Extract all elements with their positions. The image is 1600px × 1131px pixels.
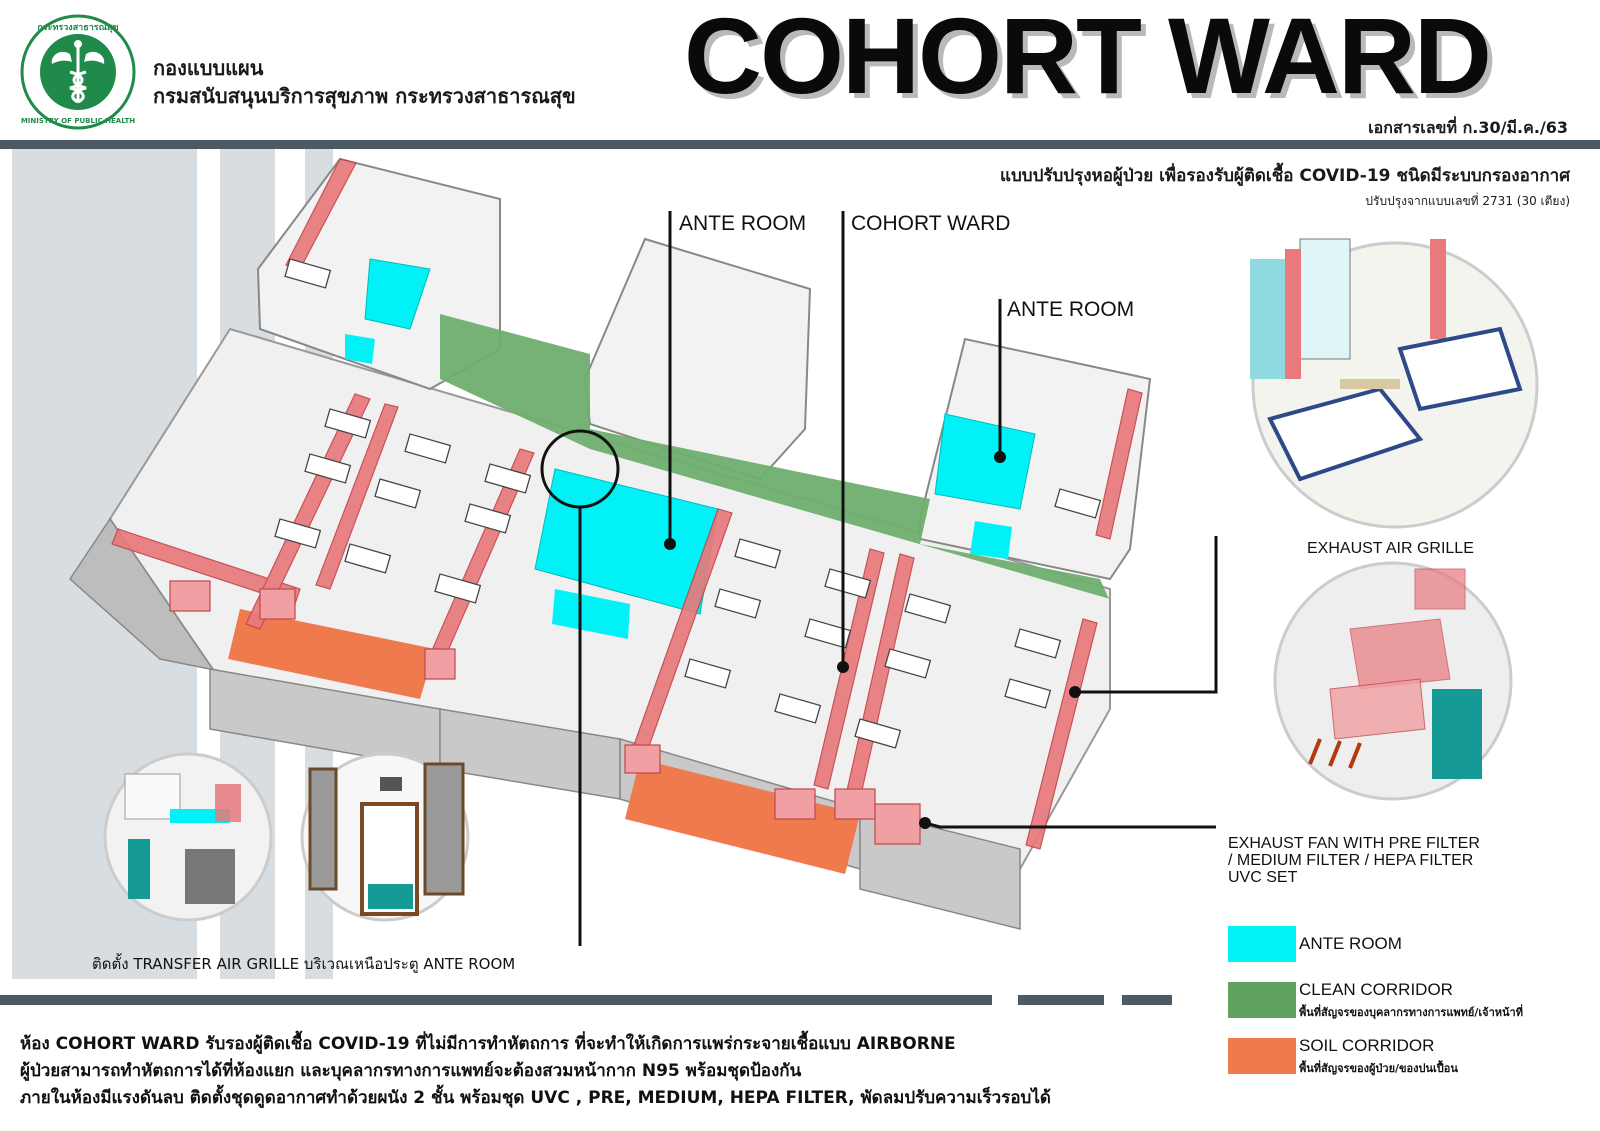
note-line-1: ห้อง COHORT WARD รับรองผู้ติดเชื้อ COVID… <box>20 1034 956 1054</box>
callout-exhaust-fan-line-3: UVC SET <box>1228 869 1298 886</box>
legend-sub-soil-corridor: พื้นที่สัญจรของผู้ป่วย/ของปนเปื้อน <box>1299 1062 1458 1075</box>
header-divider-bar <box>0 140 1600 149</box>
note-line-3: ภายในห้องมีแรงดันลบ ติดตั้งชุดดูดอากาศทำ… <box>20 1088 1051 1108</box>
callout-ante-room-center: ANTE ROOM <box>679 212 807 235</box>
subtitle: แบบปรับปรุงหอผู้ป่วย เพื่อรองรับผู้ติดเช… <box>1000 166 1570 186</box>
detail-circle-ante-room <box>103 752 273 922</box>
ante-room-area <box>364 258 431 330</box>
logo-text-bottom: MINISTRY OF PUBLIC HEALTH <box>21 117 135 125</box>
legend-label-soil-corridor: SOIL CORRIDOR <box>1299 1036 1435 1055</box>
detail-circle-door <box>300 752 470 922</box>
isometric-floor-plan <box>12 149 1539 979</box>
clean-corridor <box>440 314 1110 599</box>
callout-cohort-ward: COHORT WARD <box>851 212 1011 235</box>
legend-swatch-soil-corridor <box>1228 1038 1296 1074</box>
ante-room-area <box>970 521 1012 559</box>
header: กระทรวงสาธารณสุข MINISTRY OF PUBLIC HEAL… <box>0 0 1600 140</box>
subtitle-note: ปรับปรุงจากแบบเลขที่ 2731 (30 เตียง) <box>1365 194 1570 208</box>
callout-ante-room-right: ANTE ROOM <box>1007 298 1135 321</box>
ante-room-area <box>345 334 375 364</box>
detail-circle-beds <box>1250 238 1539 529</box>
exhaust-fan-units <box>169 580 921 845</box>
detail-circle-exhaust-fan <box>1273 561 1513 801</box>
callout-exhaust-fan-line-2: / MEDIUM FILTER / HEPA FILTER <box>1228 852 1474 869</box>
legend-swatch-clean-corridor <box>1228 982 1296 1018</box>
callout-dots <box>664 451 1081 829</box>
soil-corridor <box>625 759 860 874</box>
legend-sub-clean-corridor: พื้นที่สัญจรของบุคลากรทางการแพทย์/เจ้าหน… <box>1299 1006 1523 1019</box>
note-line-2: ผู้ป่วยสามารถทำหัตถการได้ที่ห้องแยก และบ… <box>20 1061 802 1081</box>
org-line-2: กรมสนับสนุนบริการสุขภาพ กระทรวงสาธารณสุข <box>153 84 576 108</box>
ante-room-area <box>552 589 630 639</box>
ante-room-area <box>934 413 1036 510</box>
patient-beds <box>274 258 1102 749</box>
legend-label-clean-corridor: CLEAN CORRIDOR <box>1299 980 1453 999</box>
footer-divider-bar <box>0 995 1172 1005</box>
legend-label-ante-room: ANTE ROOM <box>1299 934 1402 953</box>
callout-leaders <box>578 211 1218 946</box>
ministry-logo: กระทรวงสาธารณสุข MINISTRY OF PUBLIC HEAL… <box>20 14 136 130</box>
soil-corridor <box>228 609 435 699</box>
callout-exhaust-air-grille: EXHAUST AIR GRILLE <box>1307 540 1474 557</box>
legend-swatch-ante-room <box>1228 926 1296 962</box>
logo-text-top: กระทรวงสาธารณสุข <box>37 23 118 33</box>
callout-transfer-air-grille: ติดตั้ง TRANSFER AIR GRILLE บริเวณเหนือป… <box>92 955 516 973</box>
document-number: เอกสารเลขที่ ก.30/มี.ค./63 <box>1368 118 1568 137</box>
org-line-1: กองแบบแผน <box>153 56 264 80</box>
page-title: COHORT WARD <box>684 0 1492 116</box>
callout-exhaust-fan-line-1: EXHAUST FAN WITH PRE FILTER <box>1228 835 1480 852</box>
